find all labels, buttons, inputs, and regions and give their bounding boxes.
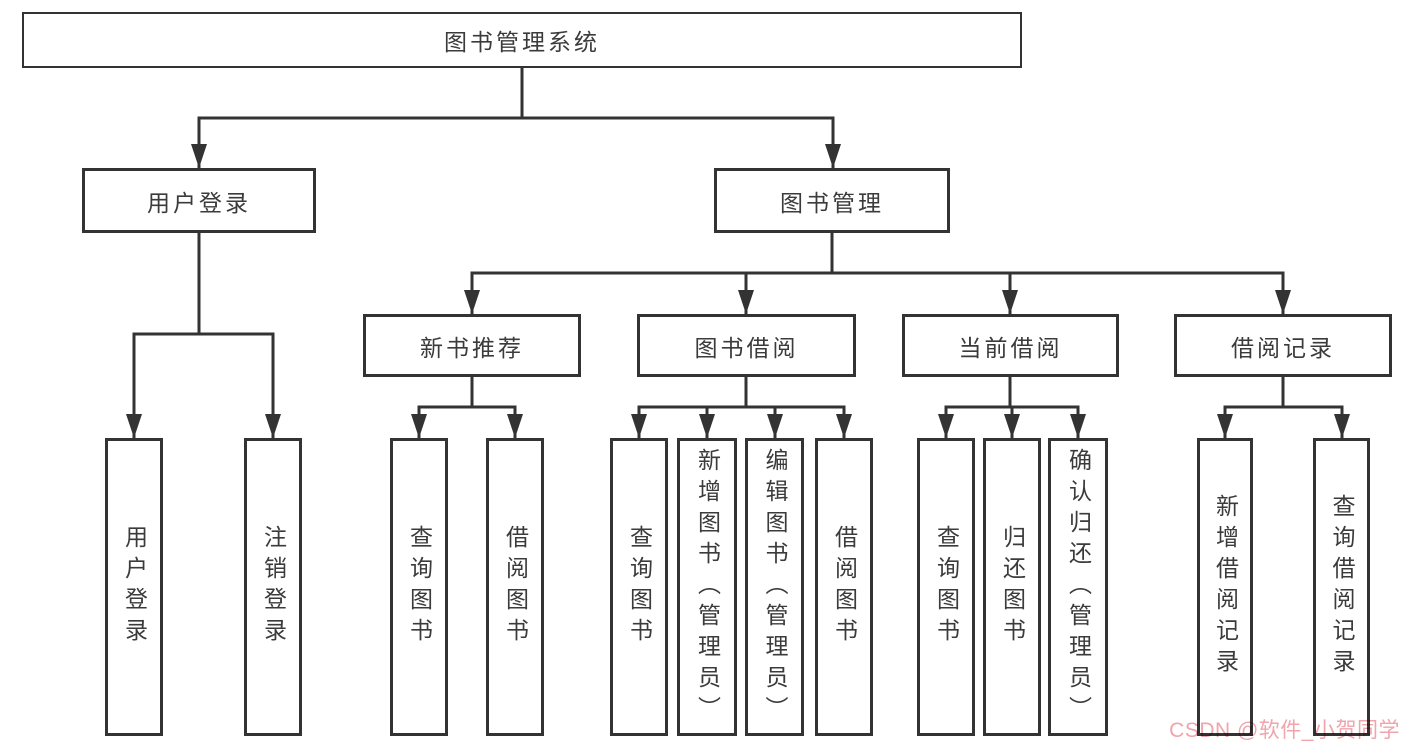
leaf-query-book-borrow: 查询图书 xyxy=(610,438,668,736)
arrow-down-icon xyxy=(836,414,852,438)
node-label: 查询图书 xyxy=(406,525,433,649)
node-library-system: 图书管理系统 xyxy=(22,12,1022,68)
arrow-down-icon xyxy=(411,414,427,438)
node-label: 注销登录 xyxy=(260,525,287,649)
node-label: 图书管理系统 xyxy=(444,29,600,55)
leaf-borrow-book-recommend: 借阅图书 xyxy=(486,438,544,736)
node-label: 用户登录 xyxy=(147,189,251,216)
arrow-down-icon xyxy=(631,414,647,438)
arrow-down-icon xyxy=(699,414,715,438)
edge-book-mgmt-children xyxy=(470,233,1285,314)
arrow-down-icon xyxy=(1275,290,1291,314)
arrow-down-icon xyxy=(1004,414,1020,438)
arrow-down-icon xyxy=(1070,414,1086,438)
edge-root-to-level2 xyxy=(197,68,835,168)
node-label: 查询图书 xyxy=(626,525,653,649)
edge-borrow-record-children xyxy=(1223,377,1344,438)
watermark: CSDN @软件_小贺同学 xyxy=(1169,719,1400,742)
arrow-down-icon xyxy=(126,414,142,438)
node-label: 归还图书 xyxy=(999,525,1026,649)
leaf-borrow-book: 借阅图书 xyxy=(815,438,873,736)
arrow-down-icon xyxy=(767,414,783,438)
arrow-down-icon xyxy=(507,414,523,438)
node-label: 确认归还（管理员） xyxy=(1065,447,1092,727)
arrow-down-icon xyxy=(938,414,954,438)
leaf-edit-book-admin: 编辑图书（管理员） xyxy=(745,438,804,736)
edge-user-login-children xyxy=(132,233,275,438)
node-new-book-recommend: 新书推荐 xyxy=(363,314,581,377)
node-current-borrow: 当前借阅 xyxy=(902,314,1119,377)
node-label: 编辑图书（管理员） xyxy=(762,447,788,727)
arrow-down-icon xyxy=(825,144,841,168)
node-label: 用户登录 xyxy=(121,525,148,649)
node-label: 新增借阅记录 xyxy=(1212,494,1239,680)
arrow-down-icon xyxy=(1002,290,1018,314)
leaf-add-book-admin: 新增图书（管理员） xyxy=(677,438,737,736)
node-label: 图书管理 xyxy=(780,189,884,216)
leaf-query-borrow-record: 查询借阅记录 xyxy=(1313,438,1370,736)
edge-book-borrow-children xyxy=(637,377,846,438)
arrow-down-icon xyxy=(191,144,207,168)
node-label: 新书推荐 xyxy=(420,334,524,361)
node-label: 新增图书（管理员） xyxy=(694,447,721,727)
node-label: 借阅图书 xyxy=(831,525,858,649)
leaf-return-book: 归还图书 xyxy=(983,438,1041,736)
node-label: 查询图书 xyxy=(933,525,960,649)
arrow-down-icon xyxy=(464,290,480,314)
node-user-login: 用户登录 xyxy=(82,168,316,233)
node-label: 查询借阅记录 xyxy=(1329,494,1355,680)
node-book-borrow: 图书借阅 xyxy=(637,314,856,377)
leaf-add-borrow-record: 新增借阅记录 xyxy=(1197,438,1253,736)
leaf-logout: 注销登录 xyxy=(244,438,302,736)
arrow-down-icon xyxy=(738,290,754,314)
leaf-confirm-return-admin: 确认归还（管理员） xyxy=(1048,438,1108,736)
node-label: 当前借阅 xyxy=(958,334,1063,361)
arrow-down-icon xyxy=(1217,414,1233,438)
node-borrow-record: 借阅记录 xyxy=(1174,314,1392,377)
leaf-query-book-current: 查询图书 xyxy=(917,438,975,736)
node-label: 借阅图书 xyxy=(502,525,529,649)
leaf-user-login: 用户登录 xyxy=(105,438,163,736)
node-label: 借阅记录 xyxy=(1231,334,1335,361)
arrow-down-icon xyxy=(265,414,281,438)
node-book-management: 图书管理 xyxy=(714,168,950,233)
edge-new-book-rec-children xyxy=(417,377,517,438)
arrow-down-icon xyxy=(1334,414,1350,438)
node-label: 图书借阅 xyxy=(694,334,799,361)
leaf-query-book-recommend: 查询图书 xyxy=(390,438,448,736)
